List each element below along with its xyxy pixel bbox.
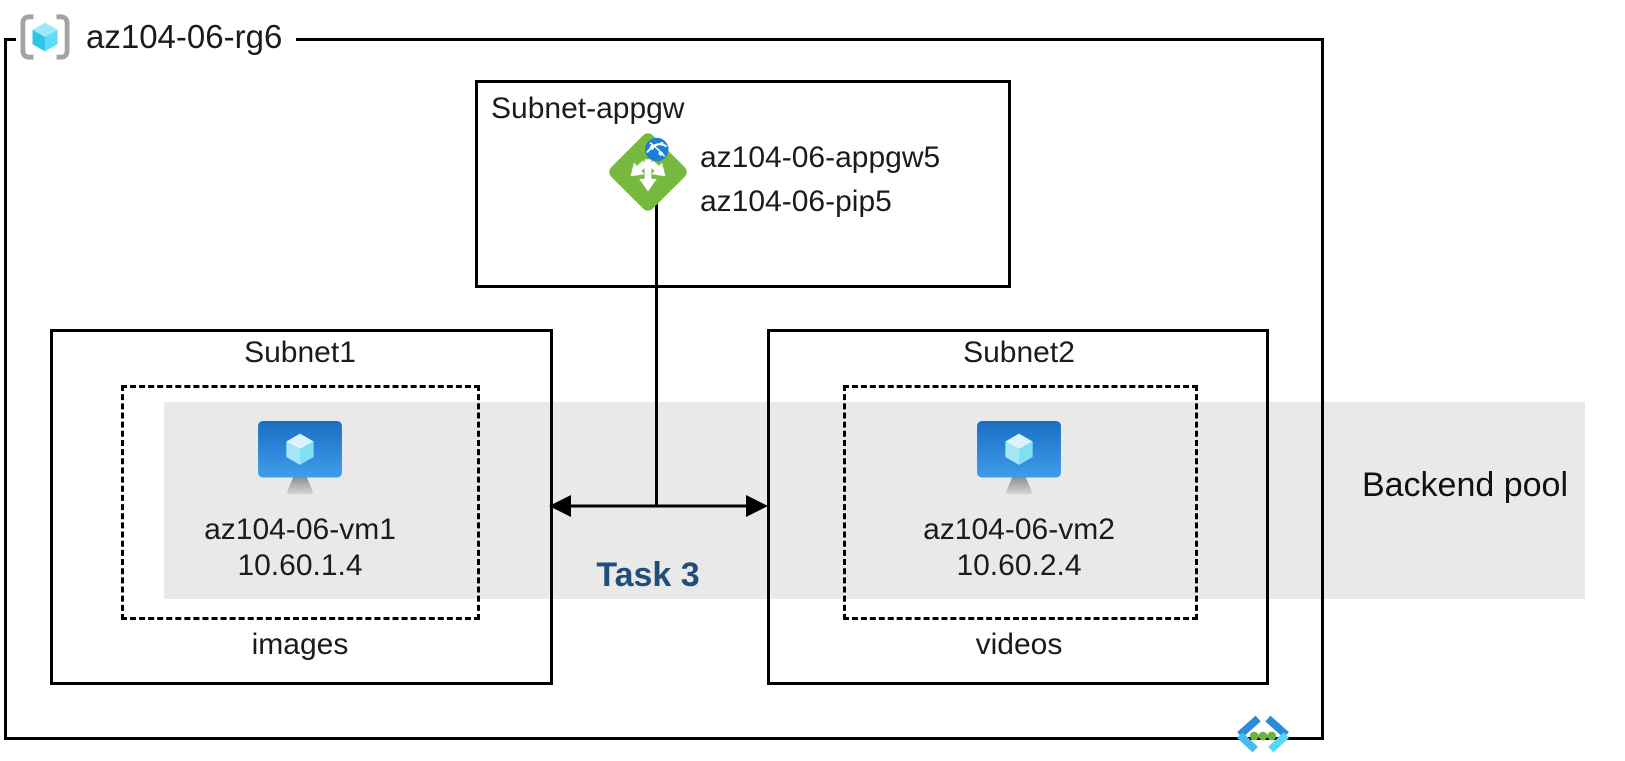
subnet1-label: Subnet1 bbox=[244, 336, 356, 369]
vm1-ip: 10.60.1.4 bbox=[237, 549, 363, 582]
backend-pool-band bbox=[164, 402, 1585, 599]
subnet-appgw-label: Subnet-appgw bbox=[491, 92, 685, 125]
backend-pool-label: Backend pool bbox=[1361, 466, 1569, 504]
subnet2-vm-group-box bbox=[843, 385, 1198, 620]
application-gateway-names: az104-06-appgw5 az104-06-pip5 bbox=[700, 136, 940, 224]
subnet-appgw-box bbox=[475, 80, 1011, 288]
application-gateway-name: az104-06-appgw5 bbox=[700, 141, 941, 174]
vm2-name: az104-06-vm2 bbox=[923, 513, 1115, 546]
vm2-text: az104-06-vm2 10.60.2.4 bbox=[869, 512, 1169, 584]
vm1-name: az104-06-vm1 bbox=[204, 513, 396, 546]
application-gateway-icon bbox=[609, 133, 687, 211]
resource-group-header: az104-06-rg6 bbox=[16, 8, 297, 66]
resource-group-box bbox=[4, 38, 1324, 740]
resource-group-icon bbox=[20, 14, 70, 60]
virtual-network-icon bbox=[1237, 715, 1289, 753]
vm1-text: az104-06-vm1 10.60.1.4 bbox=[150, 512, 450, 584]
virtual-machine-icon bbox=[977, 420, 1061, 495]
subnet2-storage-caption: videos bbox=[975, 628, 1063, 661]
subnet2-box bbox=[767, 329, 1269, 685]
task-label: Task 3 bbox=[596, 556, 700, 594]
public-ip-name: az104-06-pip5 bbox=[700, 185, 892, 218]
subnet2-label: Subnet2 bbox=[963, 336, 1075, 369]
subnet1-storage-caption: images bbox=[251, 628, 349, 661]
resource-group-name: az104-06-rg6 bbox=[86, 18, 283, 55]
virtual-machine-icon bbox=[258, 420, 342, 495]
subnet1-vm-group-box bbox=[121, 385, 480, 620]
vm2-ip: 10.60.2.4 bbox=[956, 549, 1082, 582]
